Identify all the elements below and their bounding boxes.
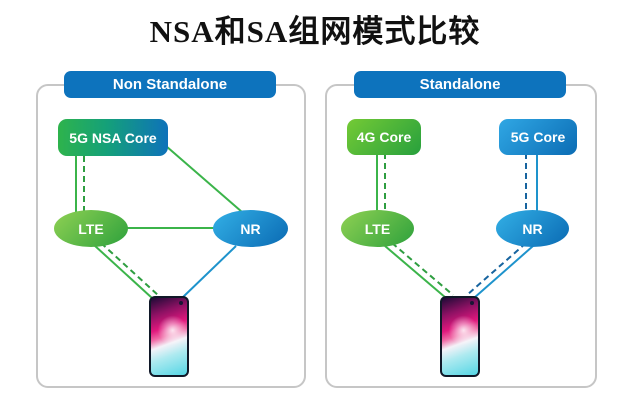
smartphone-screen [151, 298, 187, 375]
smartphone-icon [440, 296, 480, 377]
edge-nr-phone-sa-solid [473, 245, 534, 299]
node-lte-nsa: LTE [54, 210, 128, 247]
node-lte-sa: LTE [341, 210, 414, 247]
node-5g-nsa-core: 5G NSA Core [58, 119, 168, 156]
edge-lte-phone-sa-dashed [391, 242, 454, 296]
edge-nr-phone-sa-dashed [466, 242, 527, 296]
node-5g-core: 5G Core [499, 119, 577, 155]
smartphone-screen [442, 298, 478, 375]
camera-dot-icon [470, 301, 474, 305]
page-title: NSA和SA组网模式比较 [149, 14, 481, 49]
smartphone-icon [149, 296, 189, 377]
node-nr-sa: NR [496, 210, 569, 247]
node-4g-core: 4G Core [347, 119, 421, 155]
node-nr-nsa: NR [213, 210, 288, 247]
edge-lte-phone-dashed [100, 242, 160, 297]
edge-nr-phone-solid [181, 245, 237, 299]
camera-dot-icon [179, 301, 183, 305]
edge-nsacore-nr-solid [165, 145, 243, 213]
edge-lte-phone-solid [93, 244, 153, 299]
panel-nsa-header: Non Standalone [64, 71, 276, 98]
edge-lte-phone-sa-solid [384, 245, 447, 299]
panel-sa-header: Standalone [354, 71, 566, 98]
